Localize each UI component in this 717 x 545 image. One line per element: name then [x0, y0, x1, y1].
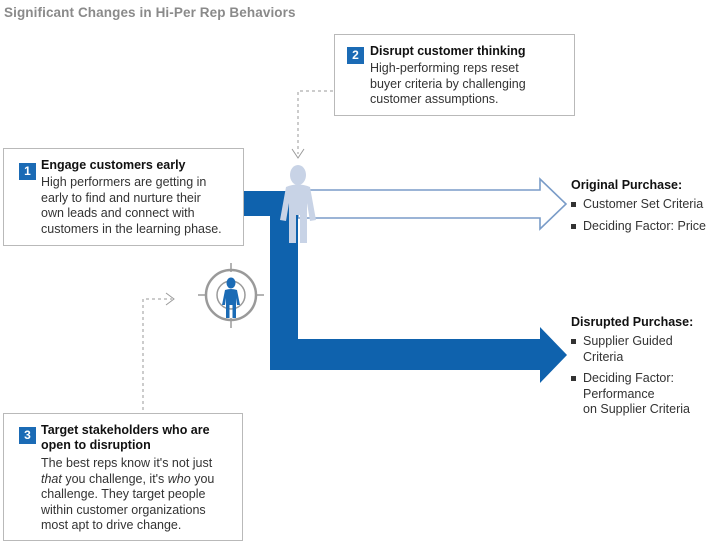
step-1-box: 1 Engage customers early High performers… — [3, 148, 244, 246]
original-purchase-title: Original Purchase: — [571, 178, 683, 192]
original-purchase-outcome: Original Purchase: Customer Set Criteria… — [571, 178, 716, 240]
disrupted-purchase-outcome: Disrupted Purchase: Supplier Guided Crit… — [571, 315, 716, 424]
step-3-number: 3 — [19, 427, 36, 444]
target-stakeholder-icon — [198, 263, 264, 328]
step-2-text: High-performing reps reset buyer criteri… — [370, 61, 526, 107]
step-3-text: The best reps know it's not just that yo… — [41, 456, 215, 533]
step-3-heading: Target stakeholders who are open to disr… — [41, 423, 210, 452]
connector-step2 — [297, 90, 333, 154]
connector-step2-arrowhead — [291, 148, 305, 159]
step-2-box: 2 Disrupt customer thinking High-perform… — [334, 34, 575, 116]
step-1-text: High performers are getting in early to … — [41, 175, 222, 236]
customer-person-icon — [280, 165, 316, 243]
original-criteria-item: Customer Set Criteria — [571, 197, 716, 213]
connector-step3-arrowhead — [165, 292, 175, 306]
original-factor-item: Deciding Factor: Price — [571, 219, 716, 235]
disrupted-criteria-item: Supplier Guided Criteria — [571, 334, 716, 365]
disrupted-factor-item: Deciding Factor: Performance on Supplier… — [571, 371, 716, 418]
step-1-number: 1 — [19, 163, 36, 180]
diagram-title: Significant Changes in Hi-Per Rep Behavi… — [4, 5, 296, 20]
disrupted-purchase-title: Disrupted Purchase: — [571, 315, 694, 329]
step-3-box: 3 Target stakeholders who are open to di… — [3, 413, 243, 541]
disrupted-purchase-path — [242, 191, 567, 383]
connector-step3 — [142, 298, 172, 410]
step-1-heading: Engage customers early — [41, 158, 186, 172]
step-2-heading: Disrupt customer thinking — [370, 44, 526, 58]
original-purchase-arrow — [297, 177, 568, 231]
step-2-number: 2 — [347, 47, 364, 64]
